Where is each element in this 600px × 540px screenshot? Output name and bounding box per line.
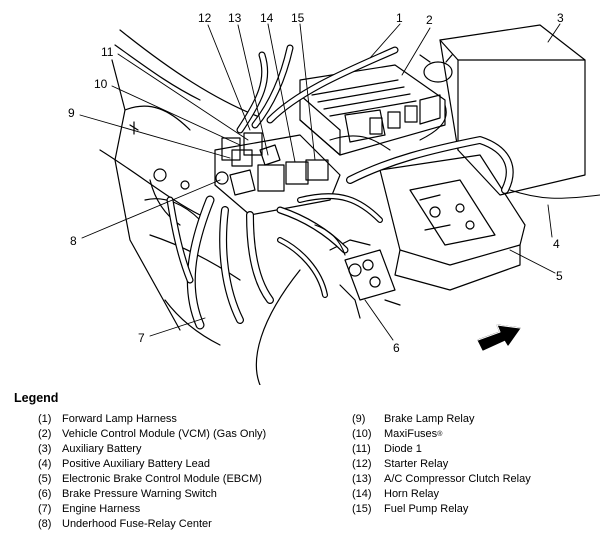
callout-3: 3 — [557, 11, 564, 25]
callout-5: 5 — [556, 269, 563, 283]
legend-item-label: MaxiFuses — [384, 428, 438, 440]
legend-item-number: (2) — [38, 428, 52, 440]
legend-item-number: (12) — [352, 458, 372, 470]
callout-labels: 1 2 3 4 5 6 7 8 9 10 11 12 13 14 15 — [68, 11, 564, 355]
legend-item-label: Starter Relay — [384, 458, 449, 470]
legend-item-number: (9) — [352, 413, 366, 425]
legend-item-number: (10) — [352, 428, 372, 440]
legend-item-number: (8) — [38, 518, 52, 530]
legend-item-label: Brake Pressure Warning Switch — [62, 488, 217, 500]
brake-pressure-switch — [329, 239, 401, 319]
callout-7: 7 — [138, 331, 145, 345]
legend-item-number: (6) — [38, 488, 52, 500]
legend-item: (8) Underhood Fuse-Relay Center — [14, 517, 344, 532]
legend-item: (4) Positive Auxiliary Battery Lead — [14, 457, 344, 472]
legend-item-number: (15) — [352, 503, 372, 515]
callout-9: 9 — [68, 106, 75, 120]
callout-12: 12 — [198, 11, 212, 25]
legend-column-left: (1) Forward Lamp Harness (2) Vehicle Contr… — [14, 412, 344, 532]
legend-item: (12) Starter Relay — [344, 457, 594, 472]
callout-10: 10 — [94, 77, 108, 91]
legend-item-number: (4) — [38, 458, 52, 470]
callout-1: 1 — [396, 11, 403, 25]
legend-item-label: A/C Compressor Clutch Relay — [384, 473, 531, 485]
callout-2: 2 — [426, 13, 433, 27]
legend-item-label: Diode 1 — [384, 443, 422, 455]
ebcm-module — [379, 154, 526, 291]
legend-item-number: (13) — [352, 473, 372, 485]
legend-item-label: Positive Auxiliary Battery Lead — [62, 458, 210, 470]
forward-arrow-icon — [477, 324, 521, 351]
legend-item-label: Brake Lamp Relay — [384, 413, 475, 425]
fender-outline — [99, 29, 301, 385]
legend-item-label: Horn Relay — [384, 488, 440, 500]
legend-item: (13) A/C Compressor Clutch Relay — [344, 472, 594, 487]
legend-column-right: (9) Brake Lamp Relay (10) MaxiFuses® (11) D… — [344, 412, 594, 532]
vcm-module — [299, 64, 446, 156]
legend-item: (6) Brake Pressure Warning Switch — [14, 487, 344, 502]
auxiliary-battery — [419, 24, 586, 196]
legend-item-label: Underhood Fuse-Relay Center — [62, 518, 212, 530]
engine-bay-diagram: 1 2 3 4 5 6 7 8 9 10 11 12 13 14 15 — [68, 11, 600, 385]
legend-item: (3) Auxiliary Battery — [14, 442, 344, 457]
legend-item-label: Fuel Pump Relay — [384, 503, 469, 515]
legend-item: (5) Electronic Brake Control Module (EBCM… — [14, 472, 344, 487]
legend-item-number: (3) — [38, 443, 52, 455]
legend-title: Legend — [14, 391, 59, 405]
legend-item-label: Forward Lamp Harness — [62, 413, 177, 425]
registered-mark: ® — [437, 431, 443, 438]
legend-item-number: (7) — [38, 503, 52, 515]
legend: Legend (1) Forward Lamp Harness (2) Vehicl… — [14, 391, 594, 536]
legend-item-label: Engine Harness — [62, 503, 141, 515]
callout-14: 14 — [260, 11, 274, 25]
legend-item: (9) Brake Lamp Relay — [344, 412, 594, 427]
legend-item-label: Electronic Brake Control Module (EBCM) — [62, 473, 262, 485]
legend-item-number: (5) — [38, 473, 52, 485]
legend-item: (14) Horn Relay — [344, 487, 594, 502]
harness-bundles — [166, 44, 600, 330]
legend-item: (7) Engine Harness — [14, 502, 344, 517]
callout-15: 15 — [291, 11, 305, 25]
legend-item: (15) Fuel Pump Relay — [344, 502, 594, 517]
legend-item-label: Vehicle Control Module (VCM) (Gas Only) — [62, 428, 267, 440]
legend-item: (2) Vehicle Control Module (VCM) (Gas Onl… — [14, 427, 344, 442]
legend-item-label: Auxiliary Battery — [62, 443, 142, 455]
legend-item-number: (14) — [352, 488, 372, 500]
callout-6: 6 — [393, 341, 400, 355]
callout-13: 13 — [228, 11, 242, 25]
legend-item-number: (11) — [352, 443, 371, 455]
fuse-relay-center — [214, 132, 341, 216]
callout-8: 8 — [70, 234, 77, 248]
callout-4: 4 — [553, 237, 560, 251]
legend-item: (10) MaxiFuses® — [344, 427, 594, 442]
legend-item-number: (1) — [38, 413, 52, 425]
callout-11: 11 — [101, 45, 114, 59]
legend-item: (1) Forward Lamp Harness — [14, 412, 344, 427]
legend-item: (11) Diode 1 — [344, 442, 594, 457]
leader-lines — [79, 23, 561, 341]
